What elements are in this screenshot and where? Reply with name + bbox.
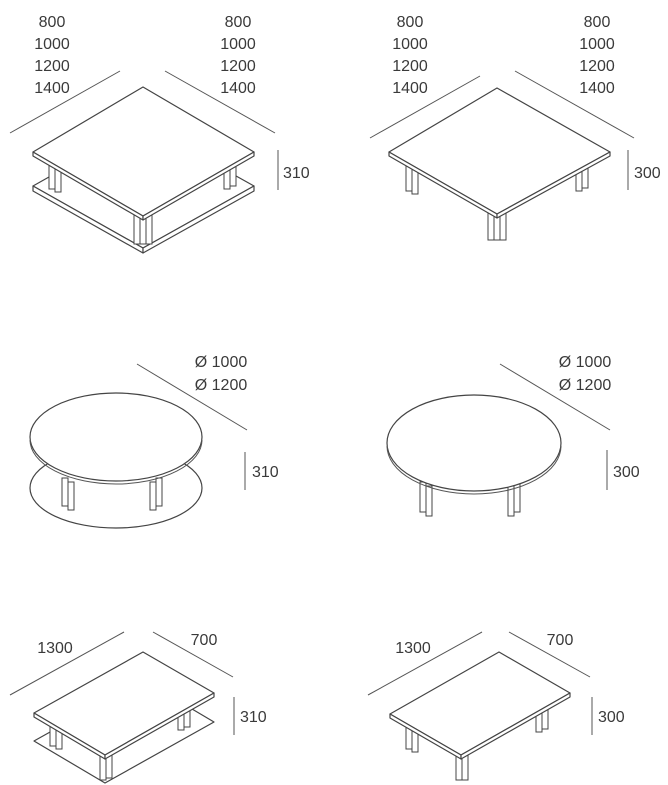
svg-text:800: 800 xyxy=(225,14,252,31)
svg-text:1000: 1000 xyxy=(392,36,428,53)
dimension-line-left xyxy=(9,70,121,134)
width-label: 700 xyxy=(191,632,218,649)
round-tabletop xyxy=(29,392,203,482)
height-label: 310 xyxy=(252,464,279,481)
height-label: 300 xyxy=(598,709,625,726)
diameter-label: Ø 1200 xyxy=(559,377,612,394)
table-legs xyxy=(49,702,191,781)
table-legs xyxy=(405,161,589,241)
square-dims-right: 800 1000 1200 1400 xyxy=(579,14,615,97)
svg-text:1200: 1200 xyxy=(34,58,70,75)
dimension-line xyxy=(499,363,611,431)
round-table-with-shelf: Ø 1000 Ø 1200 310 xyxy=(29,354,279,529)
svg-text:1400: 1400 xyxy=(34,80,70,97)
svg-text:800: 800 xyxy=(397,14,424,31)
svg-text:1200: 1200 xyxy=(392,58,428,75)
svg-text:1000: 1000 xyxy=(220,36,256,53)
tabletop xyxy=(388,87,611,215)
square-table-with-shelf: 800 1000 1200 1400 800 1000 1200 1400 31… xyxy=(9,14,310,254)
svg-text:1200: 1200 xyxy=(579,58,615,75)
svg-text:1400: 1400 xyxy=(220,80,256,97)
square-dims-left: 800 1000 1200 1400 xyxy=(34,14,70,97)
dimension-line-left xyxy=(367,631,483,696)
dimension-line-right xyxy=(514,70,635,139)
diameter-label: Ø 1000 xyxy=(559,354,612,371)
square-dims-right: 800 1000 1200 1400 xyxy=(220,14,256,97)
dimension-line-right xyxy=(152,631,234,678)
height-label: 300 xyxy=(613,464,640,481)
svg-text:800: 800 xyxy=(584,14,611,31)
svg-text:1400: 1400 xyxy=(392,80,428,97)
round-tabletop xyxy=(386,394,562,492)
round-table: Ø 1000 Ø 1200 300 xyxy=(386,354,640,517)
svg-text:1000: 1000 xyxy=(579,36,615,53)
svg-text:800: 800 xyxy=(39,14,66,31)
dimension-line xyxy=(136,363,248,431)
square-table: 800 1000 1200 1400 800 1000 1200 1400 30… xyxy=(369,14,661,241)
length-label: 1300 xyxy=(395,640,431,657)
diameter-label: Ø 1200 xyxy=(195,377,248,394)
square-dims-left: 800 1000 1200 1400 xyxy=(392,14,428,97)
svg-text:1200: 1200 xyxy=(220,58,256,75)
dimension-line-left xyxy=(369,75,481,139)
rect-table-with-shelf: 1300 700 310 xyxy=(9,631,267,784)
dimension-line-right xyxy=(508,631,591,678)
height-label: 300 xyxy=(634,165,661,182)
height-label: 310 xyxy=(240,709,267,726)
rect-table: 1300 700 300 xyxy=(367,631,625,781)
width-label: 700 xyxy=(547,632,574,649)
dimension-line-right xyxy=(164,70,276,134)
svg-text:1400: 1400 xyxy=(579,80,615,97)
height-label: 310 xyxy=(283,165,310,182)
dimension-line-left xyxy=(9,631,125,696)
diameter-label: Ø 1000 xyxy=(195,354,248,371)
svg-text:1000: 1000 xyxy=(34,36,70,53)
length-label: 1300 xyxy=(37,640,73,657)
